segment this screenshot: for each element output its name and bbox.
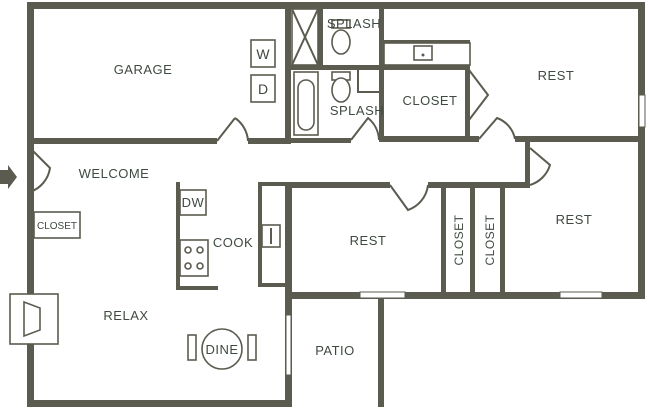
room-garage: GARAGE [114,62,173,77]
room-rest-middle: REST [350,233,387,248]
stove-icon [179,239,209,277]
door-swing-icon [529,147,552,186]
dryer-label: D [258,81,268,97]
room-rest-top-right: REST [538,68,575,83]
entry-closet-box [33,211,81,239]
tub-icon [293,71,319,136]
room-closet-center: CLOSET [402,93,457,108]
fireplace-icon [9,293,59,345]
dishwasher [179,189,207,216]
dining-table [187,328,257,370]
toilet-icon [331,71,351,103]
room-closet-vertical-1: CLOSET [452,214,466,265]
shower [291,8,319,66]
room-rest-right: REST [556,212,593,227]
room-splash-bottom: SPLASH [330,103,384,118]
washer-label: W [256,46,270,62]
room-closet-entry: CLOSET [37,221,77,232]
washer-dryer [250,39,276,103]
room-relax: RELAX [103,308,148,323]
room-splash-top: SPLASH [327,16,381,31]
door-swing-icon [389,184,429,212]
door-swing-icon [216,117,249,142]
doors [29,69,552,212]
sink-icon [261,224,281,248]
entry-arrow-icon [0,165,17,189]
door-swing-icon [29,147,52,193]
sink-icon [383,42,471,66]
toilet-icon [331,19,351,55]
door-swing-icon [350,116,380,141]
room-welcome: WELCOME [79,166,150,181]
interior-walls [27,2,645,297]
door-swing-icon [478,116,516,140]
dine-label: DINE [205,342,238,357]
dishwasher-label: DW [182,195,205,210]
room-patio: PATIO [315,343,355,358]
windows [285,94,646,376]
room-closet-vertical-2: CLOSET [483,214,497,265]
room-cook: COOK [213,235,253,250]
